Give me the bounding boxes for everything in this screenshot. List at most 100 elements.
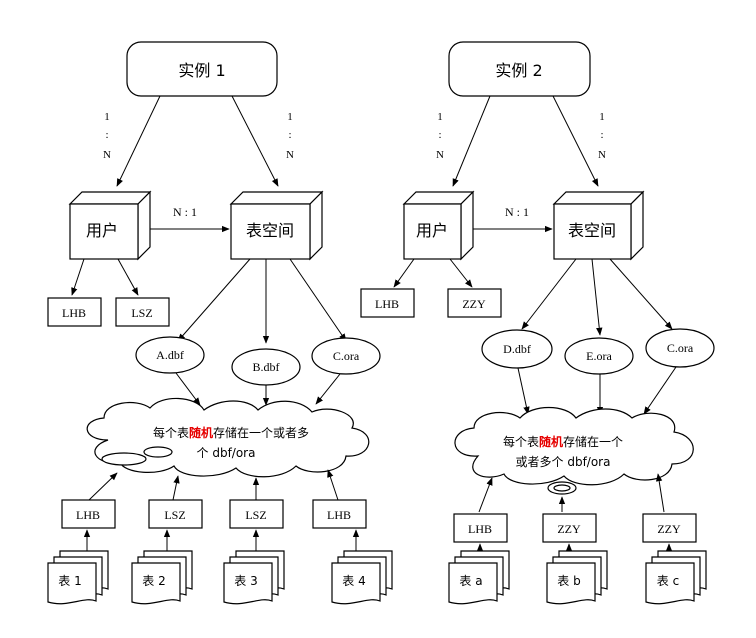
cloud-bubble <box>143 446 173 458</box>
table-doc-stack <box>223 550 285 605</box>
owner-label: LHB <box>468 522 492 536</box>
cloud-text-pre: 每个表 <box>503 434 539 449</box>
table-doc-stack <box>131 550 193 605</box>
owner-label: ZZY <box>557 522 581 536</box>
card-value: 1 <box>437 111 443 123</box>
owner-label: LSZ <box>164 508 185 522</box>
file-to-cloud-arrow <box>517 367 530 415</box>
datafile-ellipse <box>311 337 381 375</box>
user-account-arrow <box>449 258 473 288</box>
instance-1-label: 实例 1 <box>178 61 225 80</box>
datafile-label: B.dbf <box>253 360 280 374</box>
owner-label: LHB <box>327 508 351 522</box>
datafile-ellipse <box>645 328 715 368</box>
datafile-ellipse <box>564 337 634 375</box>
owner-box <box>642 513 697 543</box>
cloud-text-pre: 每个表 <box>153 425 189 440</box>
cloud-text-line2: 或者多个 dbf/ora <box>516 455 611 469</box>
owner-to-cloud-arrow <box>88 472 118 501</box>
cloud-text-highlight: 随机 <box>189 425 213 440</box>
account-label: LSZ <box>131 306 152 320</box>
tablespace-file-arrow <box>521 258 577 330</box>
instance-to-tablespace-arrow <box>231 95 279 187</box>
card-value: N <box>286 149 294 161</box>
card-value: : <box>105 129 108 141</box>
cloud-text-line1: 每个表随机存储在一个或者多 <box>153 425 309 440</box>
table-doc-stack <box>47 550 109 605</box>
owner-box <box>312 499 367 529</box>
owner-to-cloud-arrow <box>327 469 339 501</box>
owner-box <box>229 499 284 529</box>
cloud-text-post: 存储在一个或者多 <box>213 425 309 440</box>
tablespace-cube <box>552 190 645 261</box>
card-value: N <box>598 149 606 161</box>
user-account-arrow <box>71 258 85 296</box>
tablespace-label: 表空间 <box>246 221 294 240</box>
file-to-cloud-arrow <box>643 366 677 415</box>
owner-to-cloud-arrow <box>172 475 180 501</box>
card-value: 1 <box>104 111 110 123</box>
owner-box <box>542 513 597 543</box>
cloud-bubble <box>101 452 147 466</box>
file-to-cloud-arrow <box>315 373 341 405</box>
owner-to-cloud-arrow <box>478 477 493 513</box>
account-box <box>360 288 415 318</box>
instance-to-user-arrow <box>116 95 161 187</box>
owner-label: ZZY <box>657 522 681 536</box>
table-label: 表 2 <box>142 574 165 588</box>
table-doc-stack <box>331 550 393 605</box>
cloud-text-post: 存储在一个 <box>563 434 623 449</box>
owner-box <box>61 499 116 529</box>
instance-to-tablespace-arrow <box>552 95 599 187</box>
datafile-label: C.ora <box>667 341 694 355</box>
user-cube <box>402 190 475 261</box>
instance-2-label: 实例 2 <box>495 61 542 80</box>
user-account-arrow <box>117 258 139 296</box>
owner-label: LSZ <box>245 508 266 522</box>
account-box <box>447 288 502 318</box>
file-to-cloud-arrow <box>175 372 201 406</box>
account-box <box>115 297 170 327</box>
storage-cloud <box>454 407 694 486</box>
datafile-label: D.dbf <box>503 342 531 356</box>
left-card-user: 1 : N <box>103 111 111 161</box>
table-label: 表 4 <box>342 574 365 588</box>
table-doc-stack <box>546 550 608 605</box>
ratio-label: N : 1 <box>505 205 529 219</box>
datafile-ellipse <box>135 336 205 374</box>
table-label: 表 3 <box>234 574 257 588</box>
account-box <box>47 297 102 327</box>
card-value: : <box>288 129 291 141</box>
left-card-ts: 1 : N <box>286 111 294 161</box>
owner-box <box>453 513 508 543</box>
owner-box <box>148 499 203 529</box>
datafile-ellipse <box>481 329 553 369</box>
table-doc-stack <box>645 550 707 605</box>
user-label: 用户 <box>416 221 448 240</box>
datafile-label: E.ora <box>586 349 612 363</box>
card-value: 1 <box>599 111 605 123</box>
card-value: 1 <box>287 111 293 123</box>
tablespace-file-arrow <box>289 258 347 342</box>
tablespace-file-arrow <box>609 258 673 330</box>
card-value: : <box>438 129 441 141</box>
table-label: 表 1 <box>58 574 81 588</box>
right-card-ts: 1 : N <box>598 111 606 161</box>
tablespace-cube <box>229 190 324 261</box>
table-label: 表 b <box>557 574 580 588</box>
user-label: 用户 <box>86 221 118 240</box>
owner-label: LHB <box>76 508 100 522</box>
cloud-text-line2: 个 dbf/ora <box>197 446 256 460</box>
datafile-label: A.dbf <box>156 348 184 362</box>
user-account-arrow <box>393 258 415 288</box>
account-label: LHB <box>62 306 86 320</box>
cloud-bubble <box>553 484 571 492</box>
cloud-text-line1: 每个表随机存储在一个 <box>503 434 623 449</box>
card-value: N <box>436 149 444 161</box>
cloud-text-highlight: 随机 <box>539 434 563 449</box>
tablespace-file-arrow <box>591 258 603 336</box>
account-label: LHB <box>375 297 399 311</box>
user-cube <box>68 190 152 261</box>
tablespace-file-arrow <box>177 258 251 342</box>
